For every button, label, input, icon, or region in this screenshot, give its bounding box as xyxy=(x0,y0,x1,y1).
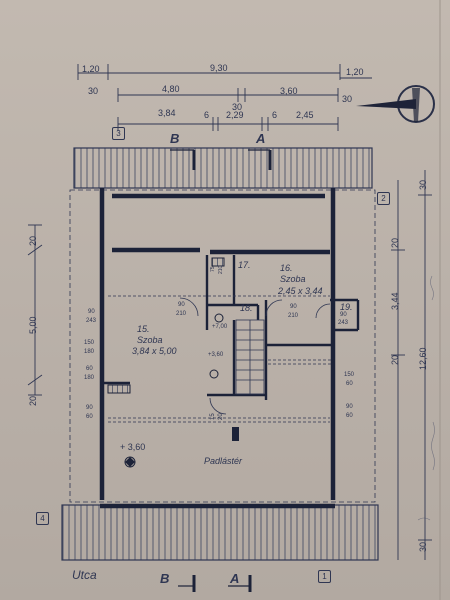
top-dimension-lines xyxy=(77,64,372,131)
dim-top-right: 1,20 xyxy=(346,67,364,77)
dim-229: 2,29 xyxy=(226,110,244,120)
room-15-size: 3,84 x 5,00 xyxy=(132,346,177,356)
opening-90-60: 90 xyxy=(86,405,93,411)
dim-right-30b: 30 xyxy=(418,541,428,552)
level-360a: +3,60 xyxy=(208,352,224,358)
room-15-name: Szoba xyxy=(137,335,163,345)
dim-384: 3,84 xyxy=(158,108,176,118)
dim-mid-30: 30 xyxy=(232,102,243,112)
dim-360: 3,60 xyxy=(280,86,298,96)
room-16-name: Szoba xyxy=(280,274,306,284)
dim-right-30a: 30 xyxy=(418,179,428,190)
roof-outline xyxy=(69,189,376,503)
street-label: Utca xyxy=(72,568,97,582)
dim-6b: 6 xyxy=(272,110,278,120)
dim-right-30: 30 xyxy=(342,94,353,104)
opening-90-210b: 90 xyxy=(290,304,297,310)
north-arrow-icon xyxy=(356,85,435,123)
room-16-number: 16. xyxy=(280,263,293,273)
dim-6a: 6 xyxy=(204,110,210,120)
dim-left-30: 30 xyxy=(88,86,99,96)
section-arrows xyxy=(170,149,270,587)
stair-dim-15: 15 xyxy=(210,413,216,420)
level-700: +7,00 xyxy=(212,324,228,330)
room-18-number: 18. xyxy=(240,303,253,313)
opening-150-180: 150 xyxy=(84,340,95,346)
section-cut-lines xyxy=(192,150,272,592)
axis-marker-2: 2 xyxy=(377,192,390,205)
handwritten-notes xyxy=(417,275,435,521)
opening-90-243a-b: 243 xyxy=(86,318,97,324)
section-a-bottom: A xyxy=(230,571,240,586)
roof-eave-top xyxy=(73,147,373,189)
room-15-number: 15. xyxy=(137,324,150,334)
dim-left-20b: 20 xyxy=(28,395,38,406)
opening-90-210a-b: 210 xyxy=(176,311,187,317)
opening-90-60b-b: 60 xyxy=(346,413,353,419)
section-b-bottom: B xyxy=(160,571,170,586)
opening-90-60b: 90 xyxy=(346,404,353,410)
opening-150-180-b: 180 xyxy=(84,349,95,355)
door-swings xyxy=(179,297,331,415)
right-dimension-lines xyxy=(391,170,432,560)
dim-right-20: 20 xyxy=(390,237,400,248)
dim-top-left: 1,20 xyxy=(82,64,100,74)
opening-90-60-b: 60 xyxy=(86,414,93,420)
level-marker-icons xyxy=(124,313,224,468)
opening-90-243a: 90 xyxy=(88,309,95,315)
opening-75: 75 xyxy=(210,266,216,272)
room-17-number: 17. xyxy=(238,260,251,270)
chimney xyxy=(211,257,225,267)
stair-dim-20: 20 xyxy=(218,413,224,420)
dim-right-20b: 20 xyxy=(390,354,400,365)
opening-60-180-b: 180 xyxy=(84,375,95,381)
section-a-top: A xyxy=(256,131,266,146)
axis-marker-3: 3 xyxy=(112,127,125,140)
dim-left-500: 5,00 xyxy=(28,316,38,334)
dim-right-1260: 12,60 xyxy=(418,347,428,370)
opening-90-243b: 90 xyxy=(340,312,347,318)
opening-150-60-b: 60 xyxy=(346,381,353,387)
attic-label: Padlástér xyxy=(204,456,243,466)
column xyxy=(232,427,239,441)
axis-marker-4: 4 xyxy=(36,512,49,525)
axis-marker-1: 1 xyxy=(318,570,331,583)
room-16-size: 2,45 x 3,44 xyxy=(278,286,323,296)
level-360b: + 3,60 xyxy=(120,442,146,452)
left-dimension-line xyxy=(27,224,43,396)
roof-eave-bottom xyxy=(61,504,379,561)
room-19-number: 19. xyxy=(340,302,353,312)
opening-90-210b-b: 210 xyxy=(288,313,299,319)
staircase xyxy=(235,319,265,395)
dim-left-20a: 20 xyxy=(28,235,38,246)
window-sill xyxy=(107,384,131,394)
opening-90-243b-b: 243 xyxy=(338,320,349,326)
dim-480: 4,80 xyxy=(162,84,180,94)
dim-top-total: 9,30 xyxy=(210,63,228,73)
dim-right-344: 3,44 xyxy=(390,292,400,310)
attic-wall-lines xyxy=(108,295,333,423)
opening-150-60: 150 xyxy=(344,372,355,378)
opening-60-180: 60 xyxy=(86,366,93,372)
opening-75-b: 210 xyxy=(218,265,224,274)
partition-walls xyxy=(102,255,360,400)
section-b-top: B xyxy=(170,131,180,146)
dim-245: 2,45 xyxy=(296,110,314,120)
opening-90-210a: 90 xyxy=(178,302,185,308)
